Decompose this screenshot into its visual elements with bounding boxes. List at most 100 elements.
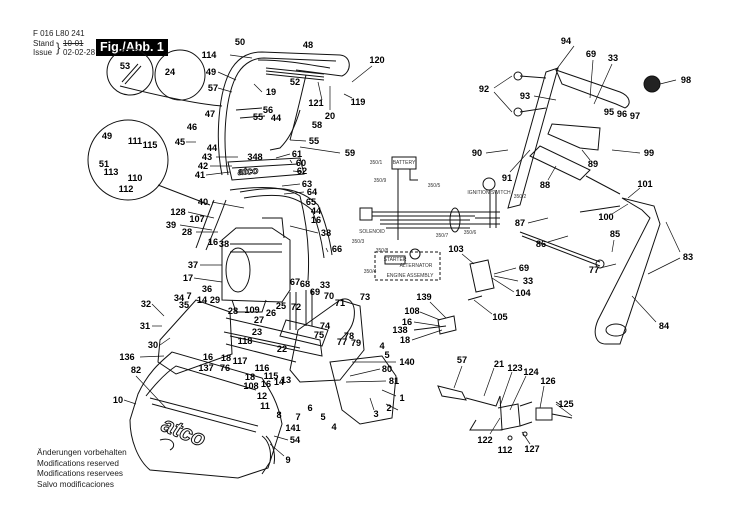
part-callout-49: 49 bbox=[101, 131, 113, 141]
atco-logo-panel: atco bbox=[237, 166, 258, 178]
part-callout-87: 87 bbox=[514, 218, 526, 228]
part-callout-33: 33 bbox=[522, 276, 534, 286]
part-callout-16: 16 bbox=[207, 237, 219, 247]
part-callout-136: 136 bbox=[119, 352, 135, 362]
part-callout-26: 26 bbox=[265, 308, 277, 318]
part-callout-114: 114 bbox=[201, 50, 217, 60]
part-callout-116: 116 bbox=[254, 363, 270, 373]
part-callout-95: 95 bbox=[603, 107, 615, 117]
part-callout-121: 121 bbox=[308, 98, 324, 108]
part-callout-21: 21 bbox=[493, 359, 505, 369]
part-callout-1: 1 bbox=[399, 393, 405, 403]
part-callout-69: 69 bbox=[518, 263, 530, 273]
part-callout-36: 36 bbox=[201, 284, 213, 294]
part-callout-47: 47 bbox=[204, 109, 216, 119]
part-callout-2: 2 bbox=[386, 403, 392, 413]
stand-value: 10-01 bbox=[63, 39, 84, 48]
part-callout-71: 71 bbox=[334, 298, 346, 308]
part-callout-29: 29 bbox=[209, 295, 221, 305]
part-callout-18: 18 bbox=[399, 335, 411, 345]
part-callout-61: 61 bbox=[291, 149, 303, 159]
part-callout-49: 49 bbox=[205, 67, 217, 77]
part-callout-27: 27 bbox=[253, 315, 265, 325]
part-callout-57: 57 bbox=[456, 355, 468, 365]
part-callout-44: 44 bbox=[206, 143, 218, 153]
part-callout-123: 123 bbox=[507, 363, 523, 373]
document-number: F 016 L80 241 bbox=[33, 29, 85, 38]
part-callout-103: 103 bbox=[448, 244, 464, 254]
part-callout-110: 110 bbox=[127, 173, 143, 183]
part-callout-40: 40 bbox=[197, 197, 209, 207]
part-callout-23: 23 bbox=[251, 327, 263, 337]
part-callout-64: 64 bbox=[306, 187, 318, 197]
part-callout-117: 117 bbox=[232, 356, 248, 366]
part-callout-7: 7 bbox=[295, 412, 301, 422]
part-callout-138: 138 bbox=[392, 325, 408, 335]
part-callout-108: 108 bbox=[243, 381, 259, 391]
part-callout-16: 16 bbox=[260, 379, 272, 389]
part-callout-3: 3 bbox=[373, 409, 379, 419]
part-callout-119: 119 bbox=[350, 97, 366, 107]
part-callout-73: 73 bbox=[359, 292, 371, 302]
part-callout-109: 109 bbox=[244, 305, 260, 315]
part-callout-20: 20 bbox=[324, 111, 336, 121]
part-callout-112: 112 bbox=[497, 445, 513, 455]
part-callout-4: 4 bbox=[331, 422, 337, 432]
part-callout-13: 13 bbox=[280, 375, 292, 385]
part-callout-32: 32 bbox=[140, 299, 152, 309]
part-callout-44: 44 bbox=[270, 113, 282, 123]
part-callout-62: 62 bbox=[296, 166, 308, 176]
part-callout-55: 55 bbox=[252, 112, 264, 122]
wiring-engine-assembly-label: ENGINE ASSEMBLY bbox=[386, 273, 434, 279]
part-callout-115: 115 bbox=[263, 371, 279, 381]
part-callout-38: 38 bbox=[218, 239, 230, 249]
part-callout-76: 76 bbox=[219, 363, 231, 373]
part-callout-104: 104 bbox=[515, 288, 531, 298]
part-callout-99: 99 bbox=[643, 148, 655, 158]
part-callout-28: 28 bbox=[181, 227, 193, 237]
wiring-ref: 350/7 bbox=[435, 233, 449, 239]
part-callout-111: 111 bbox=[127, 136, 143, 146]
part-callout-101: 101 bbox=[637, 179, 653, 189]
part-callout-67: 67 bbox=[289, 277, 301, 287]
part-callout-10: 10 bbox=[112, 395, 124, 405]
part-callout-105: 105 bbox=[492, 312, 508, 322]
part-callout-18: 18 bbox=[220, 353, 232, 363]
part-callout-122: 122 bbox=[477, 435, 493, 445]
wiring-ref: 350/5 bbox=[427, 183, 441, 189]
part-callout-69: 69 bbox=[309, 287, 321, 297]
part-callout-56: 56 bbox=[262, 105, 274, 115]
part-callout-74: 74 bbox=[319, 321, 331, 331]
part-callout-53: 53 bbox=[119, 61, 131, 71]
part-callout-348: 348 bbox=[247, 152, 263, 162]
part-callout-78: 78 bbox=[343, 331, 355, 341]
wiring-ref: 350/1 bbox=[369, 160, 383, 166]
detail-circle-53 bbox=[106, 48, 154, 96]
part-callout-22: 22 bbox=[276, 344, 288, 354]
part-callout-17: 17 bbox=[182, 273, 194, 283]
part-callout-8: 8 bbox=[276, 410, 282, 420]
wiring-alternator-label: ALTERNATOR bbox=[399, 263, 433, 269]
part-callout-118: 118 bbox=[237, 336, 253, 346]
part-callout-9: 9 bbox=[285, 455, 291, 465]
part-callout-57: 57 bbox=[207, 83, 219, 93]
part-callout-86: 86 bbox=[535, 239, 547, 249]
wiring-ref: 350/8 bbox=[375, 248, 389, 254]
wiring-battery-label: BATTERY bbox=[392, 160, 416, 166]
part-callout-126: 126 bbox=[540, 376, 556, 386]
brace-glyph: } bbox=[56, 40, 61, 55]
part-callout-69: 69 bbox=[585, 49, 597, 59]
part-callout-24: 24 bbox=[164, 67, 176, 77]
part-callout-16: 16 bbox=[401, 317, 413, 327]
part-callout-25: 25 bbox=[275, 301, 287, 311]
wiring-starter-label: STARTER bbox=[383, 257, 407, 263]
part-callout-37: 37 bbox=[187, 260, 199, 270]
part-callout-11: 11 bbox=[260, 401, 270, 411]
part-callout-16: 16 bbox=[310, 215, 322, 225]
part-callout-54: 54 bbox=[289, 435, 301, 445]
part-callout-5: 5 bbox=[384, 350, 390, 360]
wiring-ref: 350/6 bbox=[463, 230, 477, 236]
part-callout-19: 19 bbox=[265, 87, 277, 97]
part-callout-137: 137 bbox=[198, 363, 214, 373]
part-callout-77: 77 bbox=[588, 265, 600, 275]
